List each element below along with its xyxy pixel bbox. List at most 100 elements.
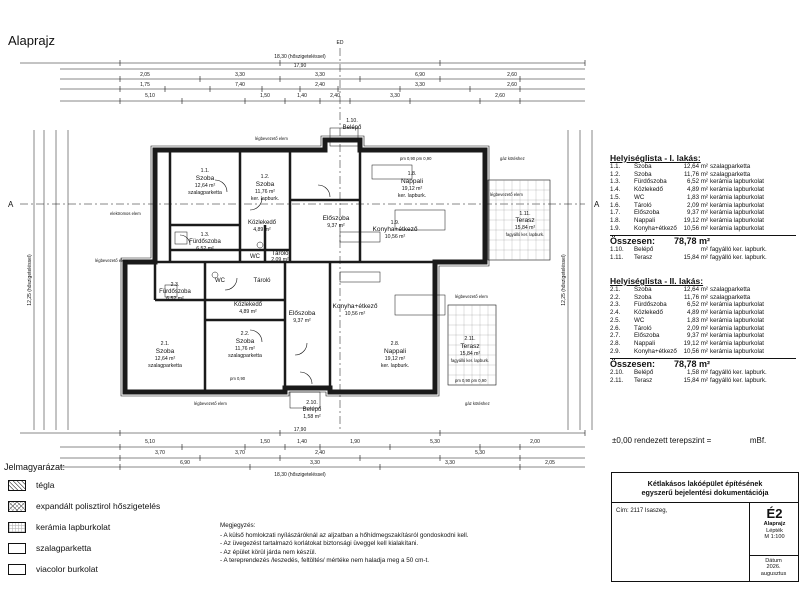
room-area: 6,52 m² <box>687 301 708 309</box>
note-line: - A külső homlokzati nyílászáróknál az a… <box>220 531 469 539</box>
room-floor: kerámia lapburkolat <box>710 340 764 347</box>
svg-text:Előszoba: Előszoba <box>323 215 350 222</box>
svg-text:1.8.: 1.8. <box>408 171 417 177</box>
dim-label: 1,50 <box>260 439 270 445</box>
room-area: 19,12 m² <box>683 340 708 347</box>
dim-label: 3,30 <box>315 72 325 78</box>
svg-text:2.3.: 2.3. <box>171 282 180 288</box>
svg-text:szalagparketta: szalagparketta <box>228 353 262 359</box>
project-title-line: egyszerű bejelentési dokumentációja <box>641 488 769 497</box>
svg-text:Terasz: Terasz <box>515 217 534 224</box>
svg-text:Előszoba: Előszoba <box>289 310 316 317</box>
legend-item-paving: viacolor burkolat <box>8 563 98 575</box>
room-name: Előszoba <box>634 209 660 217</box>
dim-label: 3,70 <box>235 450 245 456</box>
svg-text:Nappali: Nappali <box>384 348 406 355</box>
brick-swatch <box>8 479 26 491</box>
room-floor: kerámia lapburkolat <box>710 186 764 193</box>
svg-text:2.1.: 2.1. <box>161 341 170 347</box>
room-area: 1,83 m² <box>687 193 708 201</box>
dim-label: 5,10 <box>145 439 155 445</box>
sheet-name: Alaprajz <box>763 521 786 527</box>
svg-text:1.10.: 1.10. <box>346 118 358 124</box>
svg-text:6,52 m²: 6,52 m² <box>166 296 184 302</box>
dim-label: 2,00 <box>530 439 540 445</box>
svg-text:4,89 m²: 4,89 m² <box>239 309 257 315</box>
dim-label: 5,10 <box>145 93 155 99</box>
datum-level: ±0,00 rendezett terepszint = mBf. <box>612 436 766 445</box>
legend-label: tégla <box>36 480 55 490</box>
room-name: Tároló <box>634 201 652 209</box>
door-swings <box>179 179 331 385</box>
svg-text:1.1.: 1.1. <box>201 168 210 174</box>
room-floor: szalagparketta <box>710 162 751 170</box>
svg-text:ker. lapburk.: ker. lapburk. <box>398 193 426 199</box>
date-month: augusztus <box>760 570 787 577</box>
room-name: Belépő <box>634 246 654 254</box>
room-floor: kerámia lapburkolat <box>710 193 764 201</box>
svg-text:2.10.: 2.10. <box>306 400 318 406</box>
room-name: Terasz <box>634 254 653 261</box>
svg-text:4,89 m²: 4,89 m² <box>253 227 271 233</box>
room-area: 12,64 m² <box>683 285 708 293</box>
annotation-gas: gáz kötéshez <box>500 156 525 161</box>
section-mark-right: A <box>594 200 600 209</box>
dim-label: 1,50 <box>260 93 270 99</box>
svg-text:Tároló: Tároló <box>271 251 289 257</box>
room-floor: kerámia lapburkolat <box>710 301 764 309</box>
project-title: Kétlakásos lakóépület építésének egyszer… <box>612 473 798 503</box>
dim-label: 1,40 <box>297 93 307 99</box>
svg-text:Belépő: Belépő <box>303 407 322 413</box>
svg-text:10,56 m²: 10,56 m² <box>385 234 406 240</box>
room-name: WC <box>634 193 645 201</box>
dim-top-inner: 17,90 <box>294 63 307 69</box>
annotation-gas: gáz kötéshez <box>465 401 490 406</box>
room-floor: kerámia lapburkolat <box>710 209 764 217</box>
dim-label: 6,90 <box>415 72 425 78</box>
room-floor: szalagparketta <box>710 170 751 178</box>
room-num: 1.5. <box>610 193 621 201</box>
dim-label: 5,30 <box>475 450 485 456</box>
room-floor: szalagparketta <box>710 293 751 301</box>
svg-text:WC: WC <box>215 278 226 284</box>
room-area: 11,76 m² <box>684 293 708 301</box>
interior-walls <box>125 150 435 392</box>
room-num: 1.3. <box>610 178 621 186</box>
annotation-vent: légbevezető elem <box>194 401 227 406</box>
room-num: 1.11. <box>610 254 624 261</box>
svg-text:Szoba: Szoba <box>196 175 215 182</box>
dim-label: 5,30 <box>430 439 440 445</box>
sheet-code: É2 <box>766 506 783 521</box>
room-floor: kerámia lapburkolat <box>710 178 764 186</box>
annotation-element: elektromos elem <box>110 211 141 216</box>
svg-text:1.2.: 1.2. <box>261 174 270 180</box>
terrace-tiles <box>448 180 550 385</box>
room-area: 1,58 m² <box>687 369 708 377</box>
svg-text:2,09 m²: 2,09 m² <box>271 257 289 263</box>
dim-label: 3,30 <box>235 72 245 78</box>
room-name: Szoba <box>634 293 652 301</box>
room-area: 10,56 m² <box>683 224 708 232</box>
svg-text:19,12 m²: 19,12 m² <box>402 186 423 192</box>
room-name: Közlekedő <box>634 309 663 316</box>
annotation-pm: pm 0,90 <box>230 376 246 381</box>
dim-label: 3,30 <box>310 460 320 466</box>
